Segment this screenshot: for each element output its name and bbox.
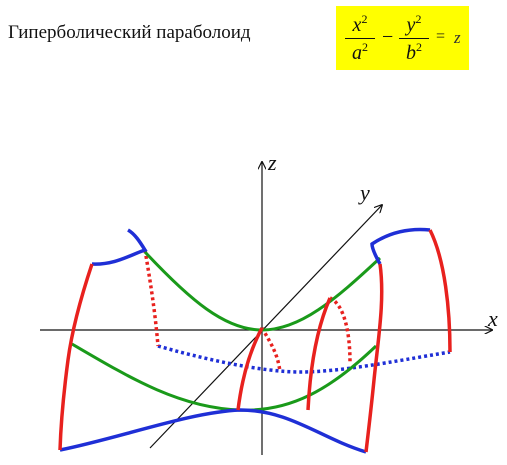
x-numerator: x: [352, 14, 362, 36]
x-axis-label: x: [487, 306, 498, 331]
blue-hidden-curve: [157, 344, 451, 374]
red-right-edge: [364, 263, 384, 453]
y-axis: [149, 205, 382, 449]
red-far-right-edge: [428, 229, 452, 353]
red-right-inner-curve: [306, 297, 332, 411]
green-lower-parabola: [71, 342, 378, 412]
a-power: 2: [362, 40, 368, 54]
blue-top-left-edge: [91, 228, 148, 266]
red-hidden-curve-right: [329, 296, 352, 363]
blue-bottom-edge: [59, 408, 367, 454]
b-power: 2: [416, 40, 422, 54]
red-hidden-curve-left: [143, 249, 160, 347]
b-denominator: b: [406, 42, 416, 64]
x-power: 2: [361, 12, 368, 26]
minus-sign: −: [382, 26, 394, 48]
a-denominator: a: [352, 42, 362, 64]
red-hidden-curve-center: [260, 327, 282, 373]
y-axis-label: y: [358, 180, 370, 205]
z-rhs: z: [454, 28, 461, 47]
fraction-bar: [345, 38, 375, 39]
blue-top-right-edge: [370, 227, 431, 265]
red-left-edge: [58, 263, 94, 451]
page-title: Гиперболический параболоид: [8, 22, 251, 43]
y-numerator: y: [406, 14, 416, 36]
z-axis-label: z: [267, 150, 277, 175]
equals-sign: =: [436, 28, 446, 45]
fraction-bar: [399, 38, 429, 39]
header-row: Гиперболический параболоид x2 a2 − y2 b2…: [0, 0, 507, 80]
y-power: 2: [415, 12, 422, 26]
formula-box: x2 a2 − y2 b2 = z: [336, 6, 469, 70]
red-center-curve: [236, 327, 264, 411]
